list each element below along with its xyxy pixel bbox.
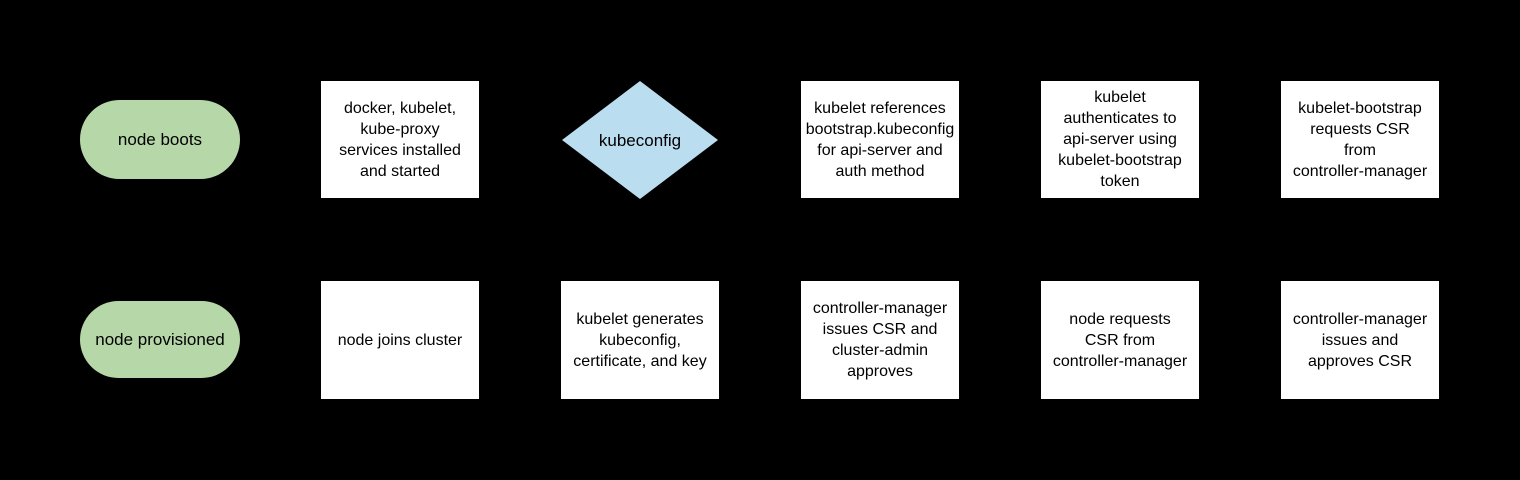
flow-node-services-installed: docker, kubelet, kube-proxy services ins… xyxy=(321,81,479,198)
flow-node-node-provisioned: node provisioned xyxy=(80,301,240,378)
flow-node-label: node requests CSR from controller-manage… xyxy=(1052,310,1188,370)
flow-node-node-requests-csr: node requests CSR from controller-manage… xyxy=(1041,281,1199,399)
flow-node-node-boots: node boots xyxy=(80,100,240,179)
flow-node-kubelet-bootstrap-requests-csr: kubelet-bootstrap requests CSR from cont… xyxy=(1281,81,1439,198)
flow-node-label: node joins cluster xyxy=(337,331,463,349)
flow-node-kubeconfig-decision: kubeconfig xyxy=(562,81,718,199)
flow-node-label: kubelet authenticates to api-server usin… xyxy=(1058,89,1182,190)
flow-node-controller-manager-issues-approves-csr: controller-manager issues and approves C… xyxy=(1281,281,1439,399)
flow-node-label: kubelet generates kubeconfig, certificat… xyxy=(573,310,707,370)
flow-node-controller-manager-issues-csr: controller-manager issues CSR and cluste… xyxy=(801,281,959,399)
flow-node-kubelet-authenticates: kubelet authenticates to api-server usin… xyxy=(1041,81,1199,198)
flow-node-label: docker, kubelet, kube-proxy services ins… xyxy=(339,99,461,180)
flow-node-kubelet-references-bootstrap-kubeconfig: kubelet references bootstrap.kubeconfig … xyxy=(801,81,959,198)
flow-node-label: kubeconfig xyxy=(598,130,682,150)
flow-node-label: kubelet-bootstrap requests CSR from cont… xyxy=(1292,99,1428,180)
flow-node-label: controller-manager issues CSR and cluste… xyxy=(812,300,948,380)
flow-node-node-joins-cluster: node joins cluster xyxy=(321,281,479,399)
flow-node-label: kubelet references bootstrap.kubeconfig … xyxy=(805,99,955,180)
flow-node-kubelet-generates: kubelet generates kubeconfig, certificat… xyxy=(561,281,719,399)
flow-node-label: node provisioned xyxy=(95,330,225,349)
flow-node-label: controller-manager issues and approves C… xyxy=(1292,310,1428,370)
flow-node-label: node boots xyxy=(117,130,203,149)
